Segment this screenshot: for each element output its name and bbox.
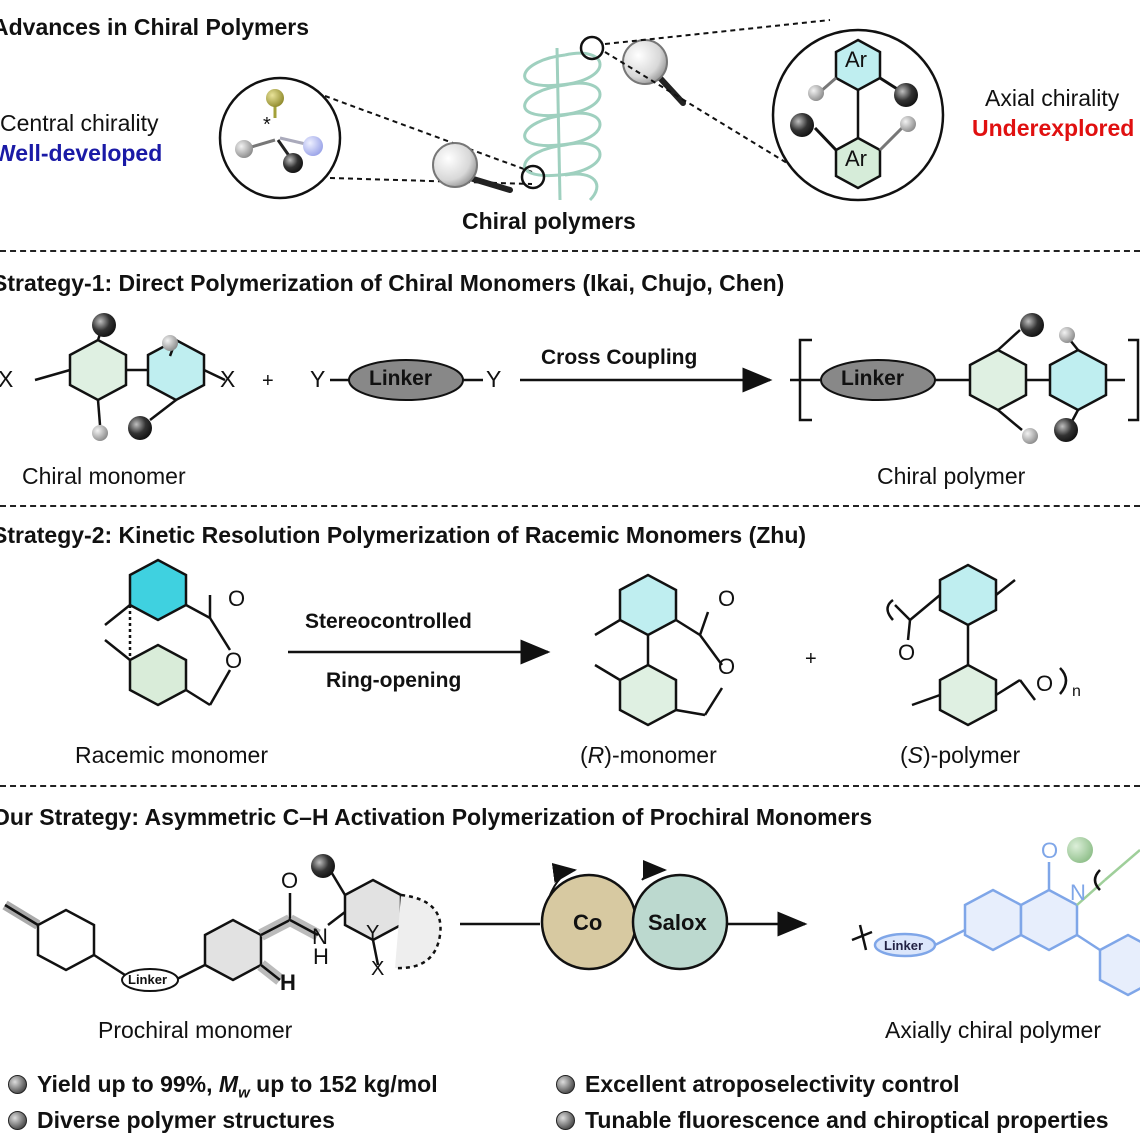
y-label-right: Y [486, 366, 502, 392]
bullet-yield: Yield up to 99%, Mw up to 152 kg/mol [8, 1071, 438, 1102]
prochiral-monomer-structure [2, 869, 442, 985]
racemic-monomer-label: Racemic monomer [75, 742, 268, 768]
stereocenter-mark: * [263, 114, 271, 136]
s-ether-o-label: O [1036, 671, 1054, 696]
axially-chiral-polymer-label: Axially chiral polymer [885, 1017, 1102, 1043]
racemic-monomer-structure [104, 558, 232, 707]
central-chirality-circle [218, 76, 342, 200]
ring-opening-label: Ring-opening [326, 669, 462, 692]
separator-2 [0, 505, 1140, 507]
amide-h-label: H [313, 944, 329, 969]
r-ring-o-label: O [718, 654, 736, 679]
polymer-o-label: O [1041, 838, 1059, 863]
stereocontrolled-label: Stereocontrolled [305, 610, 472, 633]
central-chirality-status: Well-developed [0, 140, 163, 166]
x-label-left: X [0, 366, 14, 392]
bullet-tunable-properties: Tunable fluorescence and chiroptical pro… [556, 1107, 1109, 1134]
section3-title: Strategy-2: Kinetic Resolution Polymeriz… [0, 522, 807, 548]
bullet-ball-icon [8, 1111, 27, 1130]
axial-chirality-status: Underexplored [972, 115, 1135, 141]
cross-coupling-label: Cross Coupling [541, 346, 698, 369]
y-label-left: Y [310, 366, 326, 392]
chiral-polymer-label: Chiral polymer [877, 463, 1026, 489]
linker-label: Linker [369, 367, 433, 390]
section4-title: Our Strategy: Asymmetric C–H Activation … [0, 804, 873, 830]
chiral-polymers-label: Chiral polymers [462, 208, 636, 234]
aryl-label-bottom: Ar [845, 146, 867, 171]
r-monomer-label: (R)-monomer [580, 742, 717, 768]
ring-x-label: X [371, 958, 385, 980]
chiral-monomer-structure [34, 324, 226, 426]
axial-chirality-label: Axial chirality [985, 85, 1120, 111]
s-polymer-label: (S)-polymer [900, 742, 1021, 768]
plus-sign: + [262, 370, 274, 392]
salox-catalyst-circle [631, 873, 729, 971]
bullet-ball-icon [556, 1111, 575, 1130]
magnifier-icon [622, 39, 686, 106]
plus-sign-2: + [805, 648, 817, 670]
bullet-diverse-structures: Diverse polymer structures [8, 1107, 335, 1134]
polymer-n-label: N [1070, 880, 1086, 905]
prochiral-monomer-label: Prochiral monomer [98, 1017, 293, 1043]
bullet-ball-icon [556, 1075, 575, 1094]
x-label-right: X [220, 366, 236, 392]
chiral-polymer-structure [790, 329, 1140, 431]
polymer-linker-label: Linker [884, 938, 924, 953]
r-monomer-structure [594, 573, 724, 727]
r-carbonyl-o-label: O [718, 586, 736, 611]
section1-title: Advances in Chiral Polymers [0, 14, 310, 40]
carbonyl-o-label: O [228, 586, 246, 611]
s-carbonyl-o-label: O [898, 640, 916, 665]
co-label: Co [573, 910, 603, 935]
amide-n-label: N [312, 924, 328, 949]
repeat-n-label: n [1072, 683, 1081, 700]
separator-3 [0, 785, 1140, 787]
bullet-atroposelectivity: Excellent atroposelectivity control [556, 1071, 960, 1098]
ring-o-label: O [225, 648, 243, 673]
prochiral-linker-label: Linker [128, 972, 168, 987]
chiral-monomer-label: Chiral monomer [22, 463, 186, 489]
axial-chirality-circle [771, 28, 945, 202]
salox-label: Salox [648, 910, 707, 935]
magnifier-icon [432, 142, 513, 193]
ring-y-label: Y [366, 922, 380, 944]
linker-ellipse [820, 359, 936, 401]
s-polymer-structure [886, 563, 1068, 727]
amide-o-label: O [281, 868, 299, 893]
axially-chiral-polymer-structure [851, 849, 1140, 997]
separator-1 [0, 250, 1140, 252]
polymer-linker-label: Linker [841, 367, 905, 390]
helix-polymer [523, 47, 602, 202]
bullet-ball-icon [8, 1075, 27, 1094]
ch-h-label: H [280, 970, 296, 995]
section2-title: Strategy-1: Direct Polymerization of Chi… [0, 270, 785, 296]
central-chirality-label: Central chirality [0, 110, 159, 136]
aryl-label-top: Ar [845, 47, 867, 72]
